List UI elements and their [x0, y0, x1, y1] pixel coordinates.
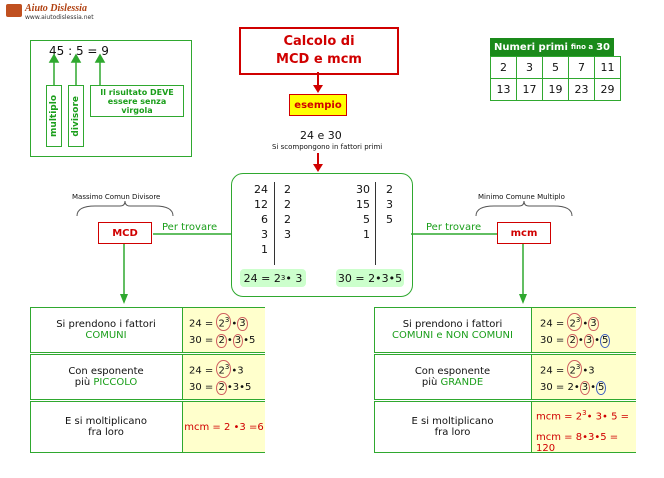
primes-header-small: fino a: [570, 43, 594, 51]
prime-cell: 2: [490, 56, 517, 79]
example-arrow: [313, 153, 323, 172]
example-label: esempio: [289, 94, 347, 116]
mcd-row-3-desc: E si moltiplicano fra loro: [65, 416, 147, 438]
primes-row: 13 17 19 23 29: [490, 78, 621, 101]
mcm-brace: [475, 200, 573, 217]
factor30-right: 2 3 5: [386, 183, 393, 226]
title-arrow: [313, 72, 323, 93]
mcm-connectors: [411, 233, 527, 304]
result-note-line2: essere senza virgola: [107, 96, 167, 115]
mcd-row-1-desc: Si prendono i fattori COMUNI: [56, 319, 156, 341]
mcd-label: MCD: [98, 222, 152, 244]
mcd-row-2-desc: Con esponente più PICCOLO: [68, 366, 144, 388]
multiple-label-box: multiplo: [46, 85, 62, 147]
logo: Aiuto Dislessia www.aiutodislessia.net: [6, 3, 106, 21]
title-line1: Calcolo di: [283, 34, 355, 49]
factor24-right: 2 2 2 3: [284, 183, 291, 241]
division-box: 45 : 5 = 9: [30, 40, 192, 157]
division-arrows: [48, 53, 106, 85]
factor30-result: 30 = 2•3•5: [336, 269, 404, 287]
mcd-find: Per trovare: [162, 222, 218, 233]
prime-cell: 3: [516, 56, 543, 79]
divisor-label-box: divisore: [68, 85, 84, 147]
primes-table: Numeri primi fino a 30 2 3 5 7 11 13 17 …: [490, 38, 621, 101]
mcd-row-1: Si prendono i fattori COMUNI 24 = 23•3 3…: [30, 307, 265, 353]
multiple-label: multiplo: [49, 95, 59, 137]
mcd-brace: [76, 200, 174, 217]
division-equation: 45 : 5 = 9: [49, 44, 109, 58]
result-note-box: Il risultato DEVE essere senza virgola: [90, 85, 184, 117]
mcd-row-1-calc: 24 = 23•3 30 = 2•3•5: [182, 308, 265, 352]
mcm-row-1-desc: Si prendono i fattori COMUNI e NON COMUN…: [392, 319, 513, 341]
primes-header-limit: 30: [596, 41, 610, 53]
title-box: Calcolo di MCD e mcm: [239, 27, 399, 75]
divisor-label: divisore: [71, 95, 81, 137]
prime-cell: 7: [568, 56, 595, 79]
mcm-caption: Minimo Comune Multiplo: [478, 193, 565, 201]
mcd-result: mcm = 2 •3 = 6: [182, 402, 265, 452]
factor24-left: 24 12 6 3 1: [254, 183, 268, 256]
factor24-divider: [274, 182, 275, 265]
mcm-row-1-calc: 24 = 23•3 30 = 2•3•5: [531, 308, 636, 352]
factor30-left: 30 15 5 1: [356, 183, 370, 241]
primes-header: Numeri primi fino a 30: [490, 38, 614, 56]
logo-url: www.aiutodislessia.net: [25, 14, 94, 21]
example-note: Si scompongono in fattori primi: [272, 143, 383, 151]
mcm-row-2-desc: Con esponente più GRANDE: [414, 366, 491, 388]
mcm-label: mcm: [497, 222, 551, 244]
mcm-row-2: Con esponente più GRANDE 24 = 23•3 30 = …: [374, 354, 636, 400]
mcd-caption: Massimo Comun Divisore: [72, 193, 161, 201]
logo-name: Aiuto Dislessia: [25, 3, 87, 14]
mcm-result: mcm = 23• 3• 5 = mcm = 8•3•5 = 120: [531, 402, 636, 454]
prime-cell: 19: [542, 78, 569, 101]
mcd-row-2-calc: 24 = 23•3 30 = 2•3•5: [182, 355, 265, 399]
mcd-connectors: [120, 233, 231, 304]
prime-cell: 11: [594, 56, 621, 79]
primes-row: 2 3 5 7 11: [490, 56, 621, 79]
primes-header-text: Numeri primi: [494, 41, 568, 53]
mcm-row-3-desc: E si moltiplicano fra loro: [411, 416, 494, 438]
mcd-row-2: Con esponente più PICCOLO 24 = 23•3 30 =…: [30, 354, 265, 400]
prime-cell: 29: [594, 78, 621, 101]
result-note-line1: Il risultato DEVE: [100, 87, 174, 97]
mcd-row-3: E si moltiplicano fra loro mcm = 2 •3 = …: [30, 401, 265, 453]
primes-grid: 2 3 5 7 11 13 17 19 23 29: [490, 56, 621, 101]
prime-cell: 13: [490, 78, 517, 101]
logo-book-icon: [6, 4, 22, 17]
mcm-row-2-calc: 24 = 23•3 30 = 2•3•5: [531, 355, 636, 399]
prime-cell: 5: [542, 56, 569, 79]
prime-cell: 17: [516, 78, 543, 101]
prime-cell: 23: [568, 78, 595, 101]
factor30-divider: [375, 182, 376, 265]
mcm-row-1: Si prendono i fattori COMUNI e NON COMUN…: [374, 307, 636, 353]
mcm-find: Per trovare: [426, 222, 482, 233]
factorization-box: 24 12 6 3 1 2 2 2 3 30 15 5 1 2 3 5 24 =…: [231, 173, 413, 297]
mcm-row-3: E si moltiplicano fra loro mcm = 23• 3• …: [374, 401, 636, 454]
example-numbers: 24 e 30: [300, 129, 342, 142]
title-line2: MCD e mcm: [276, 52, 362, 67]
